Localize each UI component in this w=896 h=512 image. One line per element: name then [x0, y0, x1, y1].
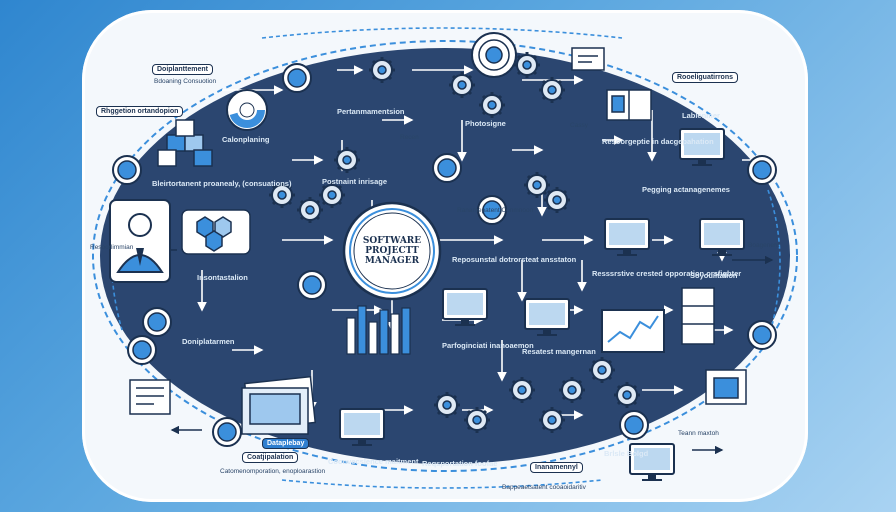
tag-top-right: Rooeliguatirrons [672, 72, 739, 83]
label-postnaint: Postnaint inrisage [322, 177, 388, 186]
label-photosigne: Photosigne [465, 119, 506, 128]
label-parfoginciati: Parfoginciati inanoaemon [442, 341, 534, 350]
label-soyouitation: Soyouiltation [690, 271, 738, 280]
label-resssrstive: Resssrstive crested opporation orsfighte… [592, 269, 742, 278]
chart-card-icon [705, 369, 747, 405]
label-resatest: Resatest mangernan [522, 347, 596, 356]
label-pegging: Pegging actanagenemes [642, 185, 730, 194]
tag-bottom-right: Inanamennyl [530, 462, 583, 473]
label-cassy: Cassy [570, 122, 589, 129]
label-resoorgeptie: Resoorgeptie in dacgepahation [602, 137, 714, 146]
label-pertanmentation: Pertanmamentsion [337, 107, 405, 116]
label-bottom-left-small: Catomenomporation, enoploarastion [220, 468, 326, 475]
label-resposunstal: Reposunstal dotrorsteat ansstaton [452, 255, 577, 264]
book-icon [606, 89, 652, 121]
label-top-left-sub: Bdoaning Consuotion [154, 78, 217, 85]
central-oval [100, 48, 790, 464]
gavel-card-icon [571, 47, 605, 71]
line-chart-panel [601, 309, 665, 353]
diagram-canvas [92, 27, 798, 489]
tag-far-left: Rhggetion ortandopion [96, 106, 184, 117]
label-right-small-a: Boagenent [748, 242, 780, 249]
bar-chart-icon [346, 305, 411, 355]
hexagon-module-icon [181, 209, 251, 255]
label-hsontastion: Insontastalion [197, 273, 248, 282]
target-icon [471, 32, 517, 78]
label-doniplatamen: Doniplatarmen [182, 337, 235, 346]
poster: SOFTWARE PROJECTT MANAGER Doiplanttement… [82, 10, 808, 502]
document-stack-icon [241, 375, 317, 435]
label-cooksvocases: Coonvecslence maitment [328, 457, 419, 466]
manager-avatar [109, 199, 171, 283]
file-cabinet-icon [681, 287, 715, 345]
center-title: SOFTWARE PROJECTT MANAGER [362, 236, 422, 266]
report-card-icon [129, 379, 171, 415]
tag-bottom-left: Dataplebay [262, 438, 310, 449]
label-capacity: Calonplaning [222, 135, 270, 144]
donut-chart-icon [226, 89, 268, 131]
label-bleirtortanent: Bleirtortanent proanealy, (consuations) [152, 179, 292, 188]
cube-stack-icon [157, 119, 213, 167]
tag-top-left: Doiplanttement [152, 64, 213, 75]
label-lablenmer: Lablenmer [682, 111, 720, 120]
label-left-tagline: Resoorlimmian [90, 244, 134, 251]
label-reqsportation: Reqsportation foofae [422, 459, 498, 468]
tag-bottom-left-2: Coatjipalation [242, 452, 299, 463]
label-teann-maxtoh: Teann maxtoh [678, 430, 719, 437]
label-brlsle: Brlsle Bolgd [604, 449, 649, 458]
label-bottom-right-small: Bappeaetsatent cooaoidaritiv [502, 484, 586, 491]
label-center-top-small: Ranamepatent Conmnoon [457, 207, 534, 214]
label-top-small: Recen [400, 134, 419, 141]
